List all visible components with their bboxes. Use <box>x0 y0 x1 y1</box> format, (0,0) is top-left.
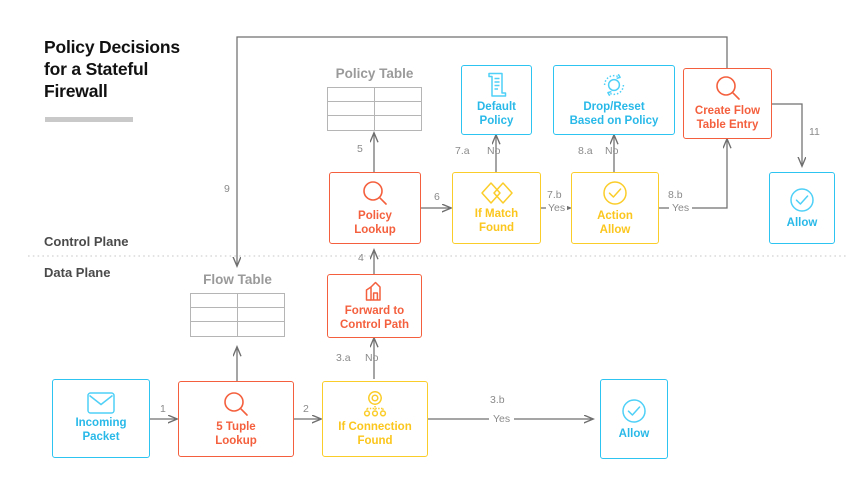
gear-hierarchy-icon <box>360 390 390 418</box>
title-line-2: for a Stateful <box>44 59 149 80</box>
node-label: Lookup <box>354 223 396 236</box>
node-label: Create Flow <box>694 105 761 118</box>
node-label: Control Path <box>340 318 409 331</box>
node-label: If Match <box>474 207 519 220</box>
envelope-icon <box>87 392 115 414</box>
node-label: Found <box>478 221 515 234</box>
node-allow-data-plane[interactable]: Allow <box>600 379 668 459</box>
title-line-3: Firewall <box>44 81 108 102</box>
check-circle-icon <box>601 179 629 207</box>
node-label: Forward to <box>344 304 405 317</box>
node-label: Action <box>597 209 633 222</box>
edge-label-4: 4 <box>358 252 364 264</box>
document-icon <box>485 72 509 98</box>
check-circle-icon <box>788 186 816 214</box>
node-label: Based on Policy <box>569 114 659 127</box>
node-allow-control-plane[interactable]: Allow <box>769 172 835 244</box>
node-label: If Connection <box>338 420 412 433</box>
node-label: Allow <box>618 427 650 440</box>
directions-icon <box>362 280 388 302</box>
policy-table-grid <box>327 87 422 131</box>
node-label: Allow <box>786 216 818 229</box>
node-label: 5 Tuple <box>216 420 256 433</box>
magnifier-icon <box>361 179 389 207</box>
node-label: Default <box>477 100 516 113</box>
check-circle-icon <box>620 397 648 425</box>
flow-table: Flow Table <box>190 272 285 337</box>
flow-table-title: Flow Table <box>203 272 272 287</box>
node-forward-to-control-path[interactable]: Forward to Control Path <box>327 274 422 338</box>
data-plane-label: Data Plane <box>44 265 111 280</box>
node-create-flow-table-entry[interactable]: Create Flow Table Entry <box>683 68 772 139</box>
policy-table: Policy Table <box>327 66 422 131</box>
node-label: Incoming <box>75 417 127 430</box>
node-label: Table Entry <box>696 119 759 131</box>
node-label: Policy <box>358 209 392 222</box>
node-label: Lookup <box>215 434 257 447</box>
node-label: Policy <box>479 114 514 127</box>
edge-label-8b-step: 8.b <box>668 189 683 201</box>
node-action-allow[interactable]: Action Allow <box>571 172 659 244</box>
edge-label-3b-answer: Yes <box>489 413 515 425</box>
magnifier-icon <box>222 390 250 418</box>
policy-table-title: Policy Table <box>335 66 414 81</box>
edge-label-3a-step: 3.a <box>336 352 351 364</box>
edge-label-2: 2 <box>303 403 309 415</box>
control-plane-label: Control Plane <box>44 234 129 249</box>
edge-label-8a-step: 8.a <box>578 145 593 157</box>
edge-label-7a-step: 7.a <box>455 145 470 157</box>
page-title: Policy Decisions for a Stateful Firewall <box>44 36 234 102</box>
flow-table-grid <box>190 293 285 337</box>
reset-icon <box>600 72 628 98</box>
edge-label-3a-answer: No <box>365 352 379 364</box>
edge-label-5: 5 <box>357 143 363 155</box>
edge-label-6: 6 <box>434 191 440 203</box>
node-policy-lookup[interactable]: Policy Lookup <box>329 172 421 244</box>
node-label: Allow <box>599 223 631 236</box>
edge-label-8a-answer: No <box>605 145 619 157</box>
edge-label-8b-answer: Yes <box>669 202 693 214</box>
node-label: Packet <box>82 431 120 443</box>
node-incoming-packet[interactable]: Incoming Packet <box>52 379 150 458</box>
node-if-connection-found[interactable]: If Connection Found <box>322 381 428 457</box>
edge-label-3b-step: 3.b <box>490 394 505 406</box>
node-5-tuple-lookup[interactable]: 5 Tuple Lookup <box>178 381 294 457</box>
edge-11 <box>772 103 802 166</box>
edge-label-9: 9 <box>224 183 230 195</box>
edge-label-7a-answer: No <box>487 145 501 157</box>
edge-label-1: 1 <box>160 403 166 415</box>
node-label: Found <box>357 434 393 447</box>
edge-label-7b-answer: Yes <box>546 202 568 214</box>
edge-label-11: 11 <box>809 126 820 138</box>
magnifier-icon <box>714 74 742 102</box>
node-default-policy[interactable]: Default Policy <box>461 65 532 135</box>
node-label: Drop/Reset <box>583 100 645 113</box>
title-line-1: Policy Decisions <box>44 37 180 57</box>
node-if-match-found[interactable]: If Match Found <box>452 172 541 244</box>
title-underline <box>45 117 133 122</box>
edge-label-7b-step: 7.b <box>547 189 562 201</box>
diamonds-icon <box>480 181 514 205</box>
node-drop-reset-based-on-policy[interactable]: Drop/Reset Based on Policy <box>553 65 675 135</box>
